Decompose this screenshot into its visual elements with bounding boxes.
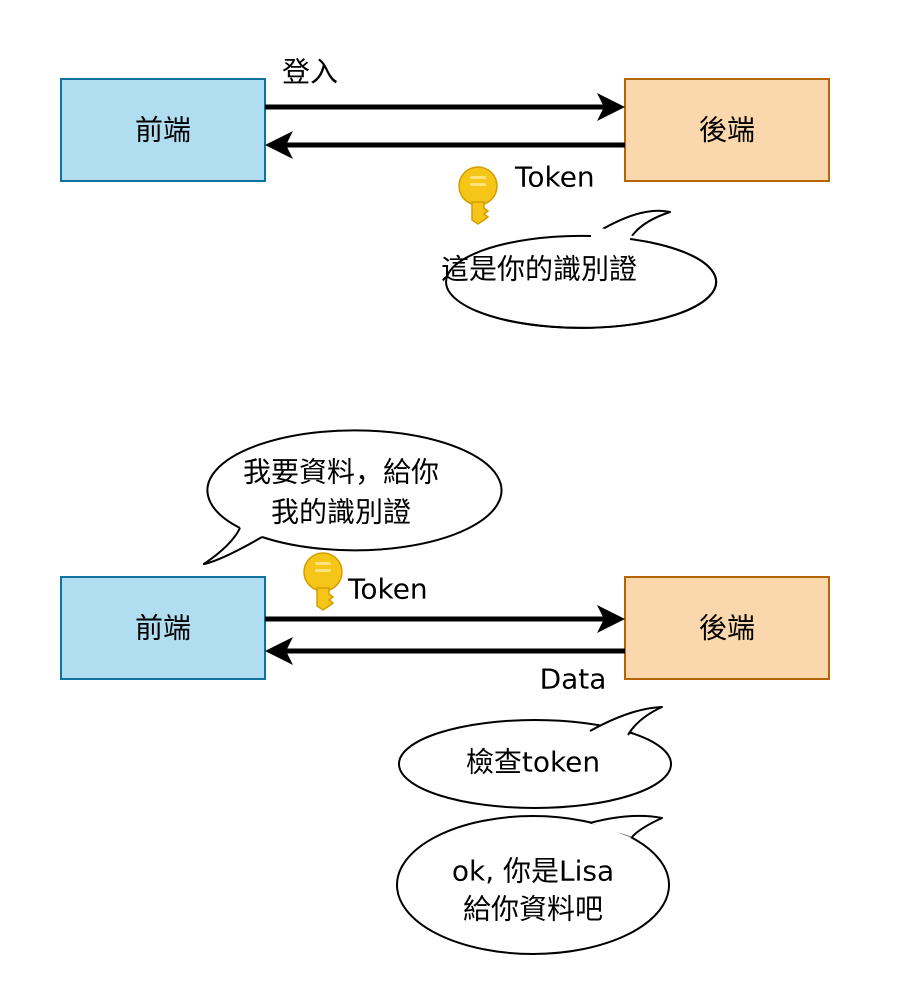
frontend-box bbox=[60, 78, 266, 182]
backend-box bbox=[624, 78, 830, 182]
identity-bubble-text: 這是你的識別證 bbox=[441, 253, 637, 286]
backend-box bbox=[624, 576, 830, 680]
backend-label: 後端 bbox=[699, 612, 755, 645]
token-return-arrow bbox=[265, 131, 625, 159]
identity-speech-bubble bbox=[404, 209, 718, 329]
login-arrow bbox=[265, 93, 625, 121]
data-label: Data bbox=[540, 663, 607, 696]
check-speech-bubble bbox=[398, 706, 672, 809]
request-speech-bubble bbox=[194, 429, 503, 565]
frontend-label: 前端 bbox=[135, 612, 191, 645]
scene-1-login: 前端 後端 登入 Token 這是你的識別證 bbox=[60, 56, 830, 329]
key-icon bbox=[303, 552, 343, 611]
login-label: 登入 bbox=[282, 56, 338, 89]
token-label: Token bbox=[347, 573, 428, 606]
ok-bubble-line2: 給你資料吧 bbox=[463, 893, 603, 926]
key-icon bbox=[458, 166, 498, 225]
backend-label: 後端 bbox=[699, 114, 755, 147]
ok-bubble-line1: ok, 你是Lisa bbox=[452, 855, 614, 888]
token-request-arrow bbox=[265, 605, 625, 633]
request-bubble-line1: 我要資料，給你 bbox=[243, 456, 439, 489]
data-return-arrow bbox=[265, 637, 625, 665]
request-bubble-line2: 我的識別證 bbox=[271, 496, 411, 529]
ok-speech-bubble bbox=[396, 814, 670, 955]
scene-2-request: 我要資料，給你 我的識別證 前端 後端 Token Data bbox=[60, 429, 830, 955]
check-bubble-text: 檢查token bbox=[466, 746, 600, 779]
frontend-label: 前端 bbox=[135, 114, 191, 147]
token-label: Token bbox=[514, 161, 595, 194]
frontend-box bbox=[60, 576, 266, 680]
